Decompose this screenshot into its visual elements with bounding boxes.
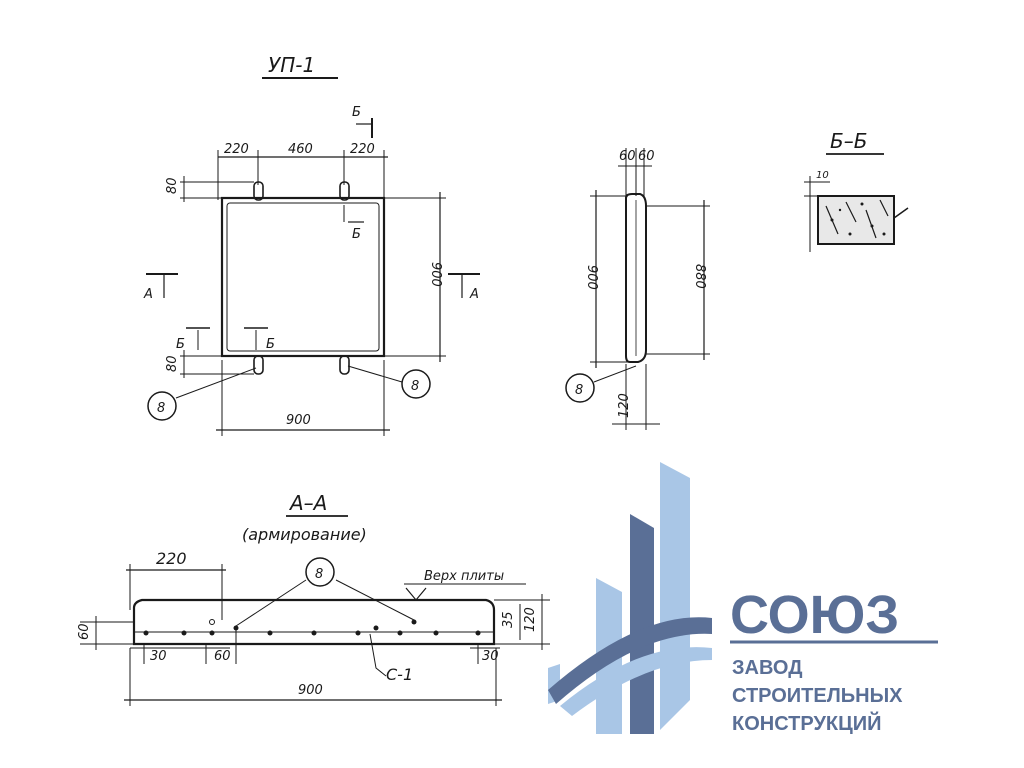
plan-dim-top-1: 220 [224, 142, 249, 157]
plan-section-b-lower-right: Б [266, 337, 275, 352]
plan-dim-bottom: 900 [286, 413, 311, 428]
side-dim-bottom: 120 [617, 393, 632, 418]
section-bb-dim: 10 [816, 170, 829, 181]
section-aa-dim-bottom-mid: 60 [214, 649, 231, 664]
plan-section-b-top: Б [352, 105, 361, 120]
side-dim-left: 900 [584, 265, 599, 290]
section-aa-dim-right-outer: 120 [523, 607, 538, 632]
plan-section-a-left: А [143, 287, 153, 302]
section-aa-top-label: Верх плиты [424, 569, 504, 584]
side-dim-right: 880 [692, 264, 707, 289]
logo-name: СОЮЗ [730, 585, 899, 645]
plan-dim-top-2: 460 [288, 142, 313, 157]
section-aa-dim-bottom-right: 30 [482, 649, 499, 664]
plan-dim-left-bottom: 80 [165, 355, 180, 372]
section-aa-title: А–А [288, 491, 327, 515]
plan-section-a-right: А [469, 287, 479, 302]
plan-section-b-lower-left: Б [176, 337, 185, 352]
section-aa-dim-total: 900 [298, 683, 323, 698]
logo-swoosh-dark [548, 617, 712, 704]
plan-dim-top-3: 220 [350, 142, 375, 157]
section-aa-callout: 8 [315, 567, 323, 582]
plan-title: УП-1 [268, 53, 315, 77]
section-bb-title: Б–Б [830, 129, 867, 153]
logo-tower-light [660, 462, 690, 730]
logo-line-3: КОНСТРУКЦИЙ [732, 711, 881, 735]
logo-line-1: ЗАВОД [732, 657, 802, 679]
side-callout: 8 [575, 383, 583, 398]
plan-view: УП-1 220 460 220 Б Б 80 8 [143, 53, 480, 436]
plan-callout-left: 8 [157, 401, 165, 416]
plan-callout-right: 8 [411, 379, 419, 394]
section-aa: А–А (армирование) 220 8 Верх плиты 60 [77, 491, 550, 706]
section-aa-dim-bottom-left: 30 [150, 649, 167, 664]
company-logo: СОЮЗ ЗАВОД СТРОИТЕЛЬНЫХ КОНСТРУКЦИЙ [548, 462, 938, 735]
side-view: 60 60 900 880 120 8 [565, 148, 710, 430]
side-dim-top-right: 60 [638, 149, 655, 164]
logo-tower-dark [630, 514, 654, 734]
section-aa-dim-left: 60 [77, 623, 92, 640]
section-aa-dim-right-inner: 35 [501, 611, 516, 628]
plan-dim-left-top: 80 [165, 177, 180, 194]
section-bb: Б–Б 10 [804, 129, 909, 252]
side-dim-top-left: 60 [619, 149, 636, 164]
plan-dim-right: 900 [428, 262, 443, 287]
section-aa-mesh-label: С-1 [386, 665, 413, 684]
logo-swoosh-light [560, 647, 712, 716]
plan-section-b-inner: Б [352, 227, 361, 242]
section-aa-dim-top: 220 [156, 549, 187, 568]
section-aa-subtitle: (армирование) [242, 525, 367, 544]
logo-line-2: СТРОИТЕЛЬНЫХ [732, 685, 903, 707]
